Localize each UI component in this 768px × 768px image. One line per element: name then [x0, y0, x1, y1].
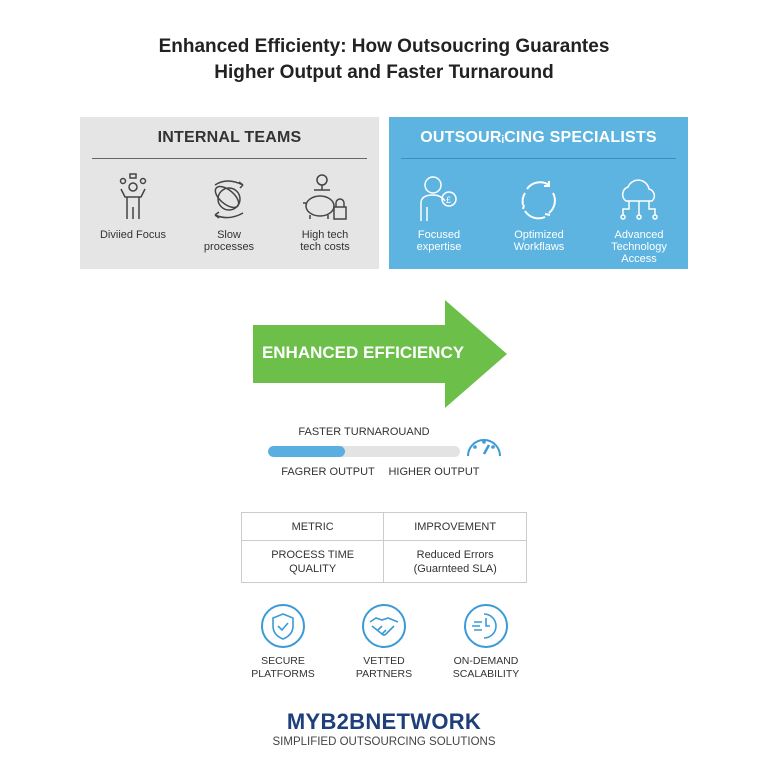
- cycle-arrows-icon: [521, 181, 556, 220]
- outsourcing-specialists-panel: OUTSOURᵢCING SPECIALISTS £ Focused exper…: [389, 117, 688, 269]
- expert-person-icon: £: [420, 176, 457, 221]
- item-label: processes: [203, 241, 255, 253]
- feature-label: VETTED: [363, 655, 405, 667]
- divider: [401, 158, 676, 159]
- title-line-2: Higher Output and Faster Turnaround: [214, 62, 554, 83]
- cell-text: (Guarnteed SLA): [413, 562, 497, 575]
- progress-fill: [268, 446, 345, 457]
- cell-text: Reduced Errors: [416, 548, 494, 561]
- cell-text: QUALITY: [289, 562, 337, 575]
- cell-improvement: Reduced Errors(Guarnteed SLA): [383, 540, 527, 583]
- item-label: expertise: [416, 241, 462, 253]
- panel-heading: INTERNAL TEAMS: [157, 129, 302, 146]
- juggling-person-icon: [119, 173, 147, 219]
- item-advanced-technology: Advanced Technology Access: [591, 173, 687, 265]
- item-label: Focused: [417, 229, 461, 241]
- turnaround-progress-bar: [268, 446, 460, 457]
- header-improvement: IMPROVEMENT: [383, 512, 527, 541]
- item-label: Optimized: [514, 229, 564, 241]
- feature-label: SCALABILITY: [452, 668, 520, 680]
- item-divided-focus: Diviied Focus: [85, 173, 181, 241]
- item-label: tech costs: [300, 241, 350, 253]
- item-label: Workflaws: [513, 241, 565, 253]
- divider: [92, 158, 367, 159]
- feature-label: SECURE: [261, 655, 305, 667]
- item-slow-processes: Slow processes: [181, 173, 277, 253]
- speed-clock-icon: [464, 604, 508, 648]
- page-title: Enhanced Efficienty: How Outsoucring Gua…: [0, 34, 768, 86]
- brand-tagline: SIMPLIFIED OUTSOURCING SOLUTIONS: [272, 736, 496, 748]
- item-label: Diviied Focus: [99, 229, 167, 241]
- item-label: Technology: [611, 241, 667, 253]
- handshake-icon: [362, 604, 406, 648]
- item-label: Access: [621, 253, 657, 265]
- item-high-tech-costs: High tech tech costs: [277, 173, 373, 253]
- item-label: Advanced: [614, 229, 664, 241]
- item-label: High tech: [301, 229, 349, 241]
- table-header-row: METRIC IMPROVEMENT: [240, 512, 527, 541]
- shield-check-icon: [261, 604, 305, 648]
- cell-text: PROCESS TIME: [271, 548, 355, 561]
- title-line-1: Enhanced Efficienty: How Outsoucring Gua…: [158, 36, 610, 57]
- progress-label: FASTER TURNAROUAND: [298, 426, 430, 438]
- item-optimized-workflows: Optimized Workflaws: [491, 173, 587, 253]
- item-label: Slow: [217, 229, 241, 241]
- feature-label: ON-DEMAND: [453, 655, 519, 667]
- brand-logo: MYB2BNETWORK: [286, 709, 482, 734]
- feature-label: PLATFORMS: [251, 668, 315, 680]
- feature-label: PARTNERS: [355, 668, 413, 680]
- item-focused-expertise: £ Focused expertise: [391, 173, 487, 253]
- tangled-arrows-icon: [214, 180, 244, 219]
- efficiency-arrow: [253, 300, 507, 408]
- arrow-label: ENHANCED EFFICIENCY: [261, 343, 465, 362]
- progress-right-label: HIGHER OUTPUT: [388, 466, 480, 478]
- panel-heading: OUTSOURᵢCING SPECIALISTS: [420, 129, 657, 146]
- header-metric: METRIC: [240, 512, 385, 541]
- piggy-bank-lock-icon: [303, 174, 347, 220]
- speedometer-icon: [467, 439, 501, 457]
- cloud-network-icon: [620, 179, 658, 220]
- progress-left-label: FAGRER OUTPUT: [281, 466, 375, 478]
- internal-teams-panel: INTERNAL TEAMS Diviied Focus Slow proces…: [80, 117, 379, 269]
- svg-text:£: £: [446, 195, 451, 205]
